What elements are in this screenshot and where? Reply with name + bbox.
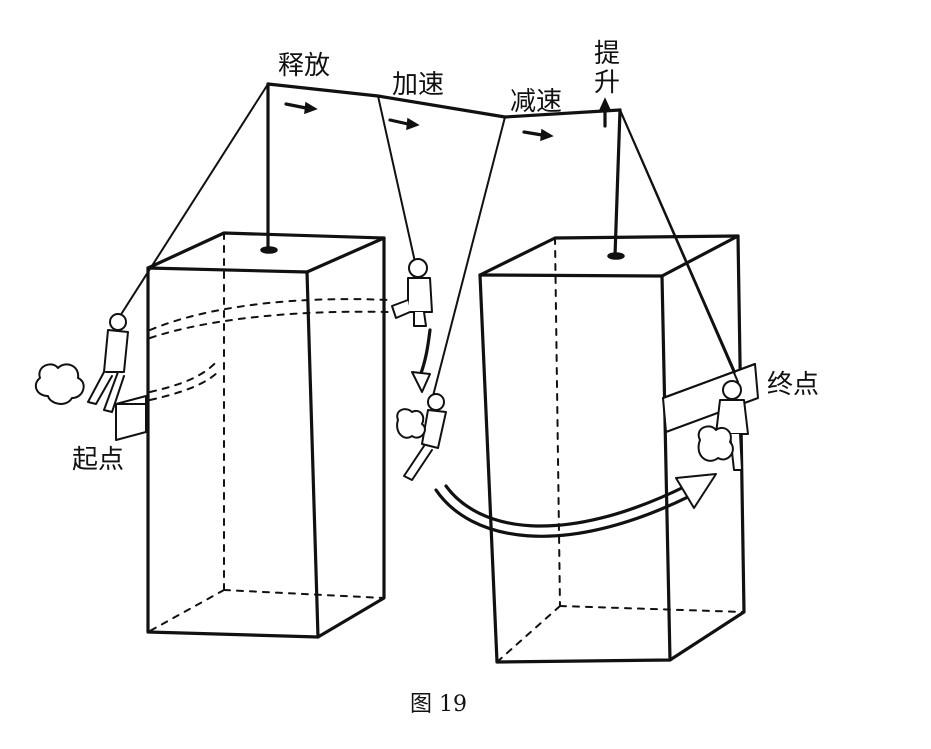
label-end: 终点 [767,370,819,400]
label-lift-char2: 升 [594,68,620,98]
rider-accelerate-figure [391,258,433,327]
label-release: 释放 [278,51,330,81]
label-decelerate: 减速 [510,87,562,117]
rider-end-figure [697,380,749,471]
rider-decelerate-figure [396,393,447,481]
swing-down-arrow [418,328,432,378]
cable-decelerate [432,116,506,397]
right-tower [478,108,746,664]
arrow-lift-up [598,97,612,128]
swing-down-arrowhead [411,371,431,393]
arrow-accelerate [388,117,420,131]
start-platform [115,395,147,441]
swing-to-end-arrow-inner [444,484,688,528]
overhead-cable [266,82,622,119]
cable-accelerate [377,95,416,263]
swing-to-end-arrow [434,488,692,538]
arrow-decelerate [522,128,554,142]
cable-end-2 [619,109,739,383]
label-start: 起点 [72,445,124,475]
figure-caption: 图 19 [410,692,467,717]
rider-start-figure [34,313,129,413]
cable-start [119,83,269,317]
left-tower [146,82,389,639]
swing-to-end-arrowhead [675,473,717,509]
label-lift-char1: 提 [594,39,620,69]
arrow-release [284,101,318,115]
label-accelerate: 加速 [392,70,444,100]
